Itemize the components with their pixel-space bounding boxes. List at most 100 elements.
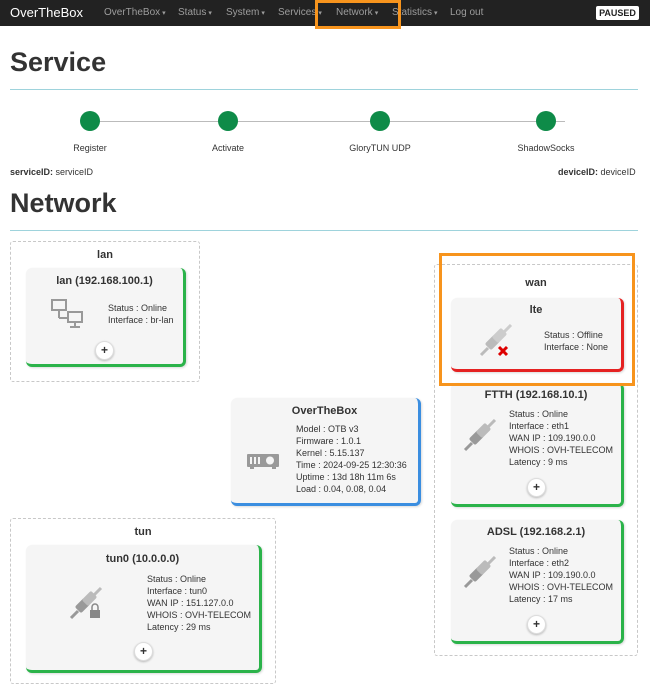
overthebox-card-info: Model : OTB v3 Firmware : 1.0.1 Kernel :…	[296, 423, 407, 495]
step-shadowsocks-dot	[536, 111, 556, 131]
caret-down-icon: ▾	[162, 10, 166, 17]
time-line: Time : 2024-09-25 12:30:36	[296, 460, 407, 470]
service-id-label: serviceID:	[10, 167, 54, 177]
lan-card[interactable]: lan (192.168.100.1) Status : Online Inte…	[26, 268, 186, 367]
status-line: Status : Online	[108, 303, 168, 313]
wan-ip-line: WAN IP : 151.127.0.0	[147, 598, 234, 608]
caret-down-icon: ▾	[434, 10, 438, 17]
interface-line: Interface : eth1	[509, 421, 570, 431]
status-line: Status : Online	[509, 546, 569, 556]
status-line: Status : Online	[147, 574, 207, 584]
divider	[10, 230, 638, 231]
uptime-line: Uptime : 13d 18h 11m 6s	[296, 472, 396, 482]
network-heading: Network	[10, 188, 117, 218]
step-activate-label: Activate	[211, 143, 244, 153]
menu-services[interactable]: Services▾	[278, 7, 322, 18]
menu-label: System	[226, 7, 260, 18]
interface-line: Interface : tun0	[147, 586, 208, 596]
interface-line: Interface : None	[544, 342, 609, 352]
top-navbar: OverTheBox OverTheBox▾ Status▾ System▾ S…	[0, 0, 650, 26]
kernel-line: Kernel : 5.15.137	[296, 448, 365, 458]
caret-down-icon: ▾	[261, 10, 265, 17]
lan-card-title: lan (192.168.100.1)	[56, 275, 153, 287]
service-id: serviceID: serviceID	[10, 167, 93, 177]
overthebox-card-title: OverTheBox	[291, 405, 358, 417]
step-register-label: Register	[73, 143, 107, 153]
step-register-dot	[80, 111, 100, 131]
adsl-card[interactable]: ADSL (192.168.2.1) Status : Online Inter…	[451, 520, 624, 644]
plug-icon	[463, 556, 497, 589]
menu-system[interactable]: System▾	[226, 7, 265, 18]
ftth-card-title: FTTH (192.168.10.1)	[484, 389, 588, 401]
caret-down-icon: ▾	[208, 10, 212, 17]
tun0-card-info: Status : Online Interface : tun0 WAN IP …	[147, 573, 251, 633]
menu-label: Statistics	[392, 7, 433, 18]
ftth-card-info: Status : Online Interface : eth1 WAN IP …	[509, 408, 613, 468]
lan-group	[10, 241, 200, 382]
menu-label: Log out	[450, 7, 484, 18]
highlight-network-menu	[315, 0, 401, 29]
device-id: deviceID: deviceID	[558, 167, 636, 177]
lte-card-title: lte	[529, 304, 543, 316]
menu-label: Services	[278, 7, 317, 18]
tun0-card[interactable]: tun0 (10.0.0.0) Status : Online Interfac…	[26, 545, 262, 673]
overthebox-card[interactable]: OverTheBox Model : OTB v3 Firmware : 1.0…	[231, 398, 421, 506]
plug-icon	[463, 419, 497, 452]
whois-line: WHOIS : OVH-TELECOM	[509, 445, 614, 455]
divider	[10, 89, 638, 90]
plug-offline-icon	[479, 324, 513, 357]
adsl-card-info: Status : Online Interface : eth2 WAN IP …	[509, 545, 613, 605]
load-line: Load : 0.04, 0.08, 0.04	[296, 484, 387, 494]
lan-group-title: lan	[97, 249, 113, 261]
projector-icon	[247, 454, 279, 469]
whois-line: WHOIS : OVH-TELECOM	[509, 582, 614, 592]
menu-label: OverTheBox	[104, 7, 161, 18]
menu-label: Network	[336, 7, 373, 18]
tun0-card-title: tun0 (10.0.0.0)	[105, 553, 180, 565]
tun-group	[10, 518, 276, 684]
plug-lock-icon	[69, 586, 103, 620]
tun0-expand-button[interactable]: +	[134, 642, 153, 661]
brand-link[interactable]: OverTheBox	[10, 5, 83, 20]
caret-down-icon: ▾	[318, 10, 322, 17]
lan-card-info: Status : Online Interface : br-lan	[108, 302, 174, 326]
menu-statistics[interactable]: Statistics▾	[392, 7, 438, 18]
step-activate-dot	[218, 111, 238, 131]
menu-label: Status	[178, 7, 207, 18]
network-computers-icon	[51, 299, 83, 328]
ftth-expand-button[interactable]: +	[527, 478, 546, 497]
device-id-label: deviceID:	[558, 167, 599, 177]
wan-group-title: wan	[525, 277, 547, 289]
interface-line: Interface : br-lan	[108, 315, 174, 325]
wan-ip-line: WAN IP : 109.190.0.0	[509, 433, 596, 443]
latency-line: Latency : 17 ms	[509, 594, 573, 604]
step-glorytun-dot	[370, 111, 390, 131]
interface-line: Interface : eth2	[509, 558, 570, 568]
lan-expand-button[interactable]: +	[95, 341, 114, 360]
status-line: Status : Online	[509, 409, 569, 419]
ftth-card[interactable]: FTTH (192.168.10.1) Status : Online Inte…	[451, 383, 624, 507]
firmware-line: Firmware : 1.0.1	[296, 436, 362, 446]
service-id-value: serviceID	[55, 167, 94, 177]
device-id-value: deviceID	[600, 167, 636, 177]
latency-line: Latency : 29 ms	[147, 622, 211, 632]
step-glorytun-label: GloryTUN UDP	[349, 143, 411, 153]
wan-ip-line: WAN IP : 109.190.0.0	[509, 570, 596, 580]
tun-group-title: tun	[134, 526, 152, 538]
lte-card[interactable]: lte Status : Offline Interface : None	[451, 298, 624, 372]
steps-connector	[90, 121, 565, 122]
menu-logout[interactable]: Log out	[450, 7, 483, 18]
step-shadowsocks-label: ShadowSocks	[517, 143, 575, 153]
caret-down-icon: ▾	[374, 10, 379, 17]
highlight-wan-lte	[439, 253, 635, 386]
adsl-card-title: ADSL (192.168.2.1)	[486, 526, 586, 538]
paused-badge[interactable]: PAUSED	[596, 6, 639, 20]
wan-group	[434, 264, 638, 656]
lte-card-info: Status : Offline Interface : None	[544, 329, 608, 353]
menu-overthebox[interactable]: OverTheBox▾	[104, 7, 166, 18]
menu-network[interactable]: Network▾	[336, 7, 378, 18]
service-heading: Service	[10, 47, 107, 77]
whois-line: WHOIS : OVH-TELECOM	[147, 610, 252, 620]
adsl-expand-button[interactable]: +	[527, 615, 546, 634]
menu-status[interactable]: Status▾	[178, 7, 212, 18]
